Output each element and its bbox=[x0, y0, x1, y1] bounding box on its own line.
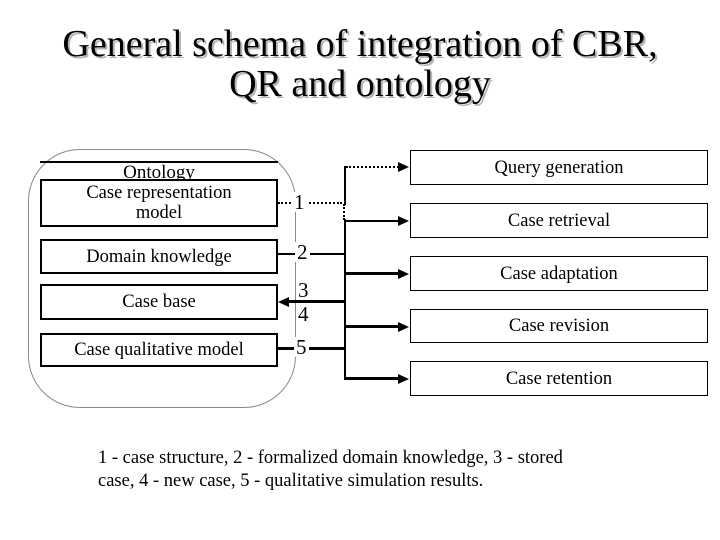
case-base-box: Case base bbox=[40, 284, 278, 320]
domain-knowledge-box: Domain knowledge bbox=[40, 239, 278, 274]
legend-caption: 1 - case structure, 2 - formalized domai… bbox=[98, 448, 563, 491]
ontology-group-outline bbox=[28, 149, 296, 408]
connector-1-dotted-line bbox=[278, 202, 342, 204]
arrow-to-case-revision bbox=[345, 325, 399, 328]
arrowhead-case-adaptation-icon bbox=[398, 269, 409, 279]
connector-number-3: 3 bbox=[296, 278, 311, 302]
connector-number-4: 4 bbox=[296, 302, 311, 326]
arrow-to-case-adaptation bbox=[345, 272, 399, 275]
trunk-line-lower bbox=[344, 219, 346, 380]
arrowhead-case-retention-icon bbox=[398, 374, 409, 384]
arrowhead-query-generation-icon bbox=[398, 162, 409, 172]
arrow-to-case-retention bbox=[345, 377, 399, 380]
case-qualitative-model-box: Case qualitative model bbox=[40, 333, 278, 367]
query-generation-box: Query generation bbox=[410, 150, 708, 185]
case-retrieval-box: Case retrieval bbox=[410, 203, 708, 238]
arrow-to-case-retrieval bbox=[345, 220, 399, 222]
arrowhead-case-revision-icon bbox=[398, 322, 409, 332]
case-revision-box: Case revision bbox=[410, 309, 708, 343]
ontology-group-label: Ontology bbox=[40, 161, 278, 182]
connector-5-line bbox=[278, 347, 344, 350]
arrow-to-query-generation bbox=[346, 166, 399, 168]
case-adaptation-box: Case adaptation bbox=[410, 256, 708, 291]
case-retention-box: Case retention bbox=[410, 361, 708, 396]
arrow-to-case-base bbox=[288, 300, 344, 303]
trunk-line-dotted-segment bbox=[343, 204, 345, 220]
connector-2-line bbox=[278, 253, 344, 255]
arrowhead-case-base-icon bbox=[278, 297, 289, 307]
slide-title: General schema of integration of CBR, QR… bbox=[62, 23, 658, 105]
case-representation-model-box: Case representation model bbox=[40, 179, 278, 227]
connector-number-1: 1 bbox=[292, 190, 307, 214]
connector-number-5: 5 bbox=[294, 335, 309, 359]
connector-number-2: 2 bbox=[295, 240, 310, 264]
trunk-line-upper bbox=[344, 166, 346, 205]
arrowhead-case-retrieval-icon bbox=[398, 216, 409, 226]
